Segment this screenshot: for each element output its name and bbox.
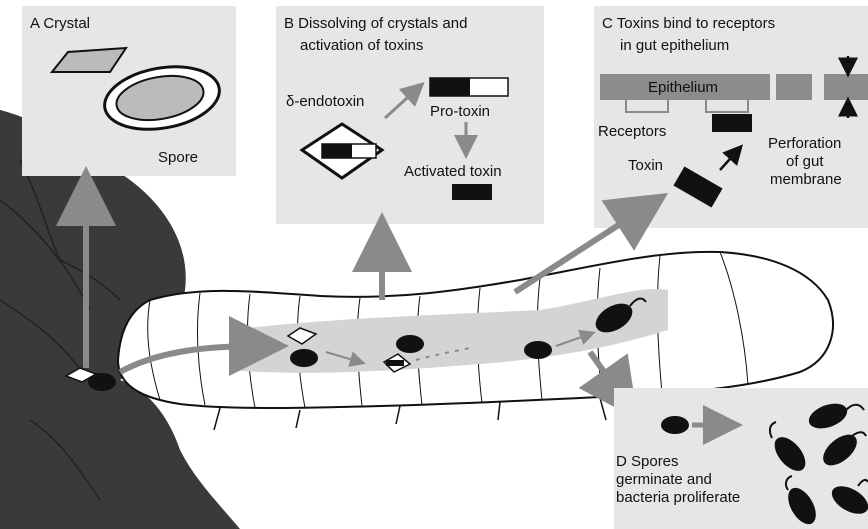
perforation-line2: of gut [786,153,824,170]
spore-label: Spore [158,149,198,166]
bound-toxin-icon [712,114,752,132]
panel-d-line3: bacteria proliferate [616,489,740,506]
panel-d-line1: D Spores [616,453,679,470]
panel-a-title: A Crystal [30,15,90,32]
perforation-line1: Perforation [768,135,841,152]
protoxin-bar-icon [430,78,508,96]
activated-toxin-icon [452,184,492,200]
perforation-line3: membrane [770,171,842,188]
panel-d: D Spores germinate and bacteria prolifer… [614,388,868,529]
panel-c-title-line1: C Toxins bind to receptors [602,15,775,32]
panel-d-spore-icon [661,416,689,434]
toxin-label: Toxin [628,157,663,174]
epithelium-bar [600,74,868,100]
panel-c: C Toxins bind to receptors in gut epithe… [594,6,868,228]
panel-b-title-line1: B Dissolving of crystals and [284,15,467,32]
epithelium-label: Epithelium [648,79,718,96]
gut-spore-icon [290,349,318,367]
panel-b: B Dissolving of crystals and activation … [276,6,544,224]
protoxin-label: Pro-toxin [430,103,490,120]
gut-spore-3-icon [524,341,552,359]
endotoxin-label: δ-endotoxin [286,93,364,110]
panel-c-title-line2: in gut epithelium [620,37,729,54]
panel-a: A Crystal Spore [22,6,236,176]
gut-spore-2-icon [396,335,424,353]
panel-d-line2: germinate and [616,471,712,488]
receptors-label: Receptors [598,123,666,140]
panel-b-title-line2: activation of toxins [300,37,423,54]
activated-toxin-label: Activated toxin [404,163,502,180]
